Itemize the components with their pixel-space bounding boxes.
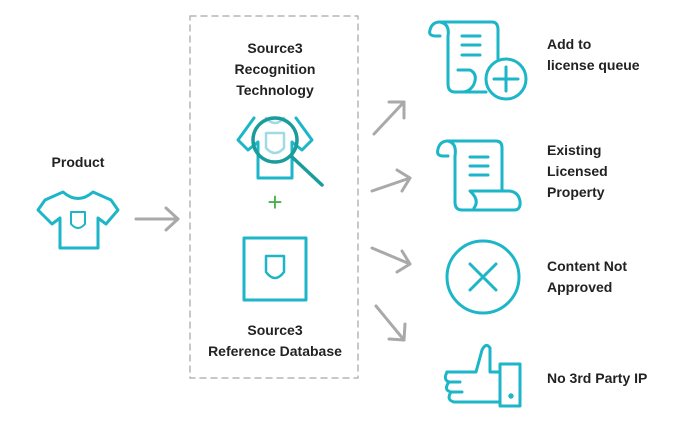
database-shield-icon (242, 236, 308, 302)
database-title-line: Reference Database (208, 343, 342, 359)
outcome-line: license queue (547, 57, 640, 73)
magnifier-tshirt-icon (236, 116, 324, 187)
outcome-line: Licensed (547, 163, 608, 179)
outcome-no-ip-label: No 3rd Party IP (547, 368, 647, 389)
outcome-line: Property (547, 184, 605, 200)
recognition-title-line: Source3 (247, 40, 303, 56)
product-label: Product (51, 154, 105, 170)
arrows (370, 100, 412, 342)
outcome-not-approved-label: Content Not Approved (547, 256, 627, 298)
outcome-existing-label: Existing Licensed Property (547, 140, 608, 203)
thumbs-up-icon (443, 343, 522, 408)
outcome-line: No 3rd Party IP (547, 370, 648, 386)
scroll-icon (436, 139, 522, 212)
outcome-line: Approved (547, 279, 613, 295)
circle-x-icon (445, 239, 521, 315)
outcome-line: Content Not (547, 258, 628, 274)
recognition-title-line: Technology (236, 82, 314, 98)
plus-icon: + (267, 187, 283, 217)
arrow-icon (134, 206, 180, 232)
arrow-icon (370, 168, 412, 193)
outcome-add-label: Add to license queue (547, 34, 640, 76)
outcome-line: Add to (547, 36, 592, 52)
database-title-line: Source3 (247, 322, 303, 338)
arrow-icon (372, 100, 406, 136)
scroll-plus-icon (428, 20, 528, 101)
recognition-title-line: Recognition (234, 61, 316, 77)
arrow-icon (374, 304, 407, 342)
arrow-icon (370, 246, 412, 274)
outcome-line: Existing (547, 142, 602, 158)
tshirt-icon (36, 190, 120, 250)
